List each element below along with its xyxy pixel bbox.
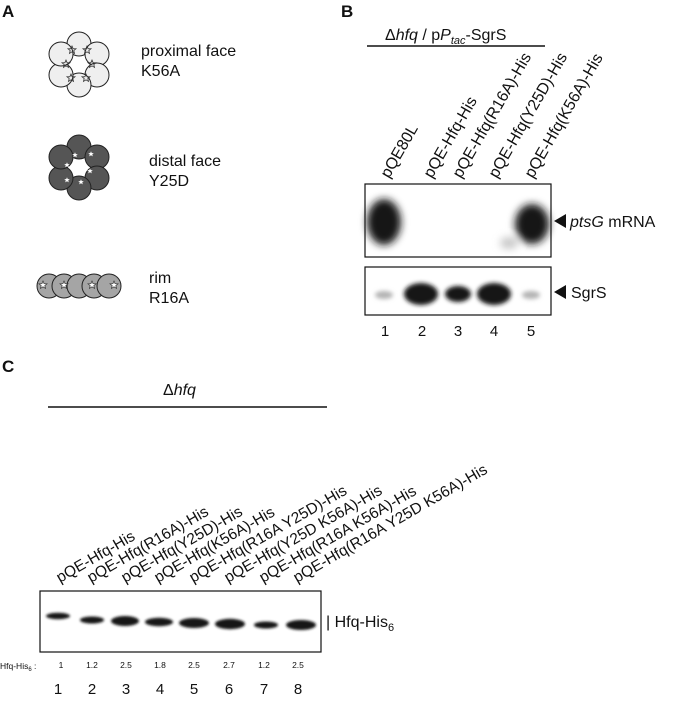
- sgrs-arrow: [554, 285, 566, 299]
- lane-number-c-4: 4: [156, 681, 164, 698]
- distal-face-mutation: Y25D: [149, 173, 189, 190]
- sgrs-band-lane-1: [375, 291, 393, 299]
- ptsg-arrow: [554, 214, 566, 228]
- panel-b-letter: B: [341, 2, 353, 21]
- quant-value-6: 2.7: [223, 660, 235, 670]
- lane-label-b-1: pQE80L: [378, 122, 422, 181]
- sgrs-band-lane-3: [445, 286, 471, 302]
- hfq-band-lane-4: [145, 617, 173, 627]
- ring-subunit: [48, 144, 74, 170]
- hfq-blot-label: | Hfq-His6: [326, 614, 394, 634]
- sgrs-blot: [364, 266, 552, 316]
- hfq-band-lane-2: [80, 616, 104, 624]
- proximal-face-label: proximal face: [141, 43, 236, 60]
- ring-subunit: [48, 41, 74, 67]
- ring-subunit: [48, 62, 74, 88]
- hfq-band-lane-1: [46, 612, 70, 620]
- hfq-band-lane-8: [286, 620, 316, 630]
- panel-b-header: Δhfq / pPtac-SgrS: [385, 27, 506, 47]
- ptsg-blot: [364, 183, 552, 258]
- lane-number-c-6: 6: [225, 681, 233, 698]
- sgrs-band-lane-2: [404, 283, 438, 305]
- hfq-band-lane-7: [254, 621, 278, 629]
- panel-a-letter: A: [2, 2, 14, 21]
- lane-number-c-5: 5: [190, 681, 198, 698]
- ptsg-label: ptsG mRNA: [569, 214, 656, 231]
- quant-value-4: 1.8: [154, 660, 166, 670]
- lane-number-b-4: 4: [490, 323, 498, 340]
- ptsg-band-lane-5: [515, 204, 549, 244]
- lane-number-b-3: 3: [454, 323, 462, 340]
- lane-number-b-2: 2: [418, 323, 426, 340]
- hfq-band-lane-3: [111, 616, 139, 626]
- rim-row: [36, 273, 122, 299]
- distal-face-label: distal face: [149, 153, 221, 170]
- rim-label: rim: [149, 270, 171, 287]
- hfq-blot: [39, 590, 322, 653]
- quant-value-7: 1.2: [258, 660, 270, 670]
- quant-value-2: 1.2: [86, 660, 98, 670]
- lane-number-c-8: 8: [294, 681, 302, 698]
- sgrs-band-lane-5: [522, 291, 540, 299]
- quant-value-3: 2.5: [120, 660, 132, 670]
- lane-number-b-1: 1: [381, 323, 389, 340]
- ring-subunit: [96, 273, 122, 299]
- sgrs-label: SgrS: [571, 285, 607, 302]
- panel-c-letter: C: [2, 357, 14, 376]
- quant-value-5: 2.5: [188, 660, 200, 670]
- ring-subunit: [48, 165, 74, 191]
- hfq-band-lane-5: [179, 618, 209, 628]
- distal-face-ring: [48, 134, 110, 201]
- proximal-face-ring: [48, 31, 110, 98]
- quant-value-1: 1: [59, 660, 64, 670]
- lane-number-c-2: 2: [88, 681, 96, 698]
- rim-mutation: R16A: [149, 290, 189, 307]
- panel-c-header: Δhfq: [163, 382, 196, 399]
- lane-number-c-1: 1: [54, 681, 62, 698]
- ptsg-band-lane-1: [367, 199, 401, 245]
- ring-subunit: [84, 144, 110, 170]
- proximal-face-mutation: K56A: [141, 63, 180, 80]
- lane-number-c-7: 7: [260, 681, 268, 698]
- sgrs-band-lane-4: [477, 283, 511, 305]
- ptsg-band-lane-4: [500, 237, 518, 249]
- quant-value-8: 2.5: [292, 660, 304, 670]
- lane-number-c-3: 3: [122, 681, 130, 698]
- lane-number-b-5: 5: [527, 323, 535, 340]
- quant-row-label: Hfq-His6 :: [0, 661, 36, 673]
- hfq-band-lane-6: [215, 618, 245, 630]
